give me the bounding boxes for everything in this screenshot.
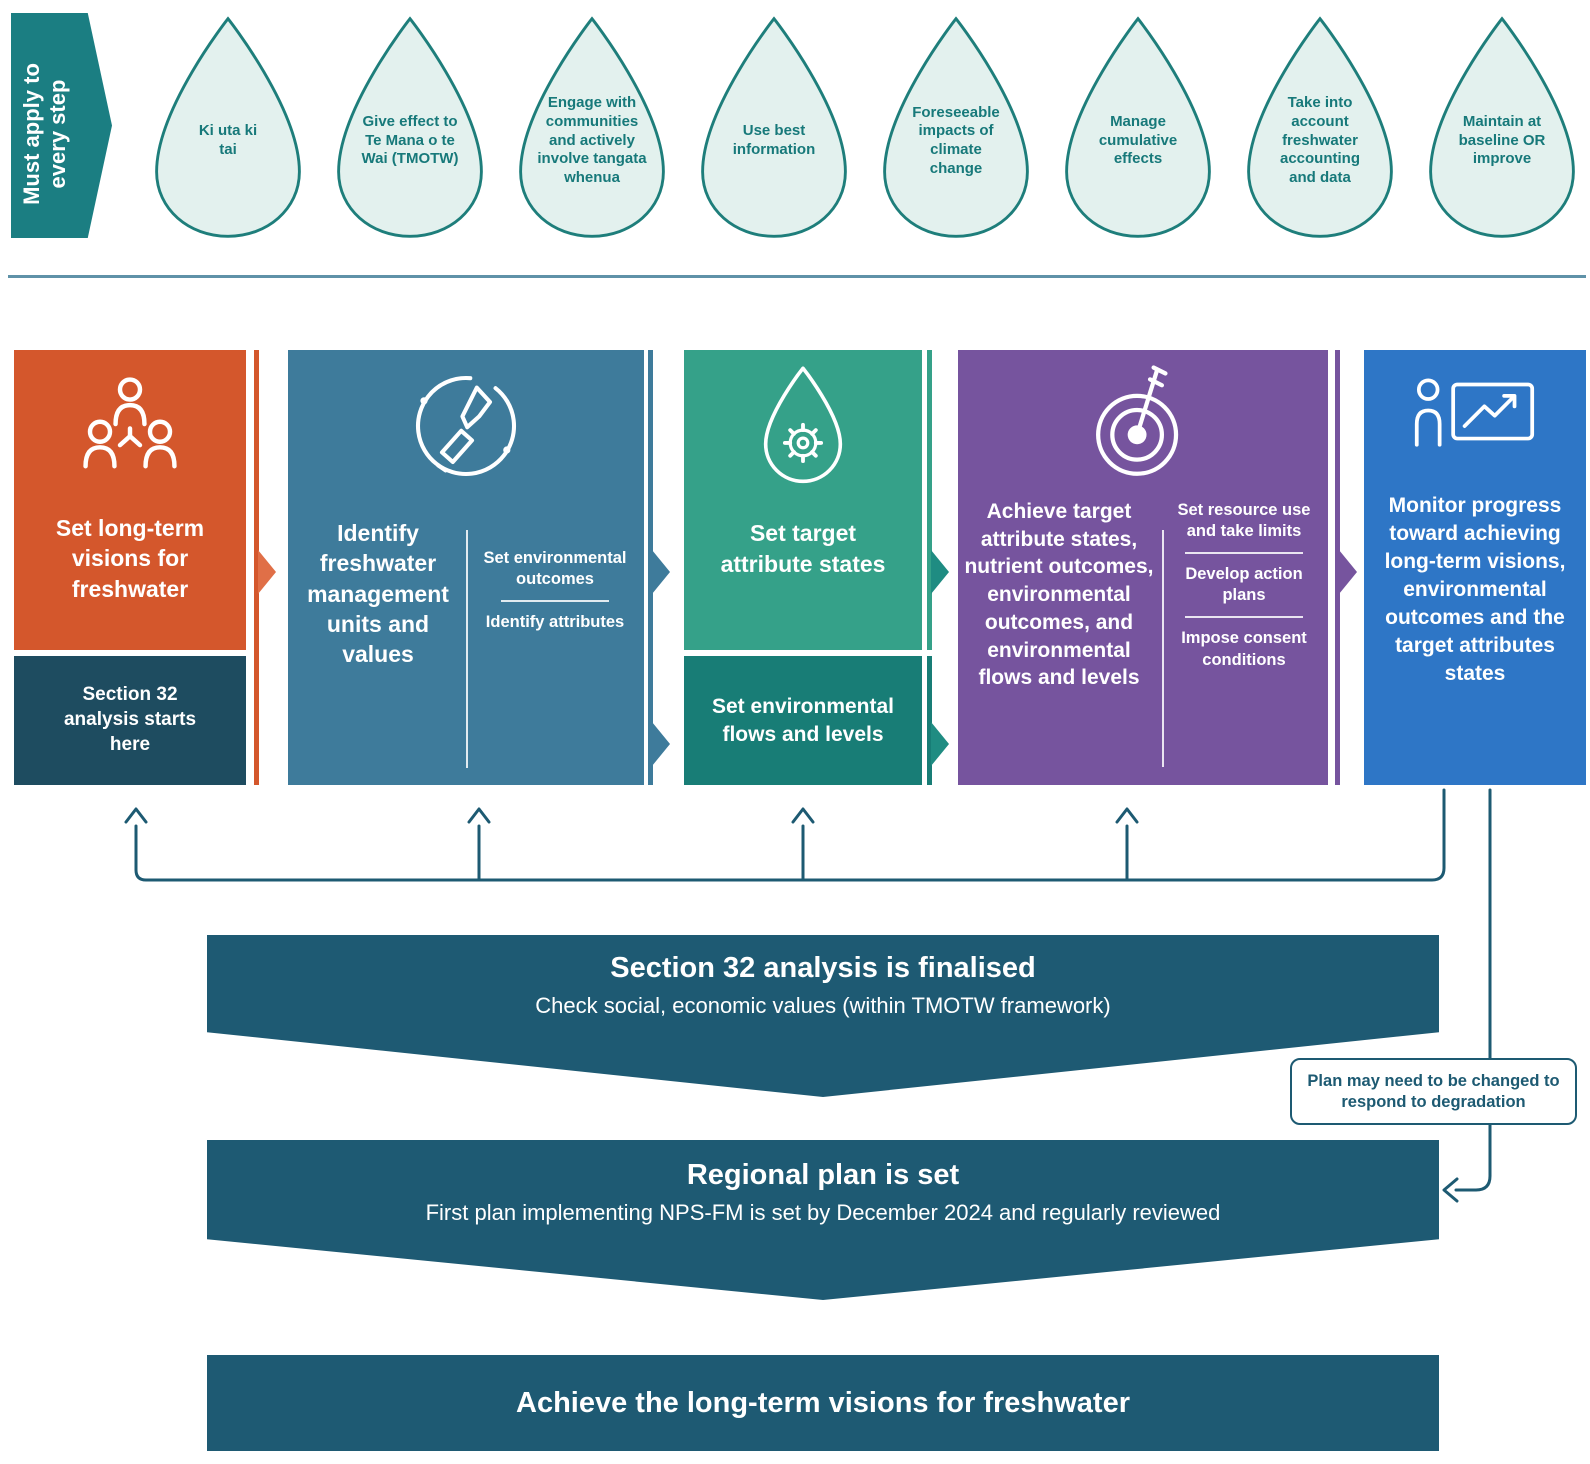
column-divider (466, 530, 468, 768)
connector-stripe-dark-green (927, 656, 932, 785)
connector-stripe-green (927, 350, 932, 650)
section-divider-line (8, 275, 1586, 278)
arrow-left-icon (1442, 1177, 1459, 1203)
connector-stripe-purple (1335, 350, 1340, 785)
droplet-ki-uta-ki-tai: Ki uta ki tai (143, 15, 313, 240)
step-set-long-term-visions: Set long-term visions for freshwater (14, 350, 246, 650)
banner-section-32-finalised: Section 32 analysis is finalised Check s… (207, 935, 1439, 1097)
item-divider (1185, 616, 1303, 619)
droplet-icon (701, 16, 847, 238)
droplet-icon (337, 16, 483, 238)
section-32-starts-note: Section 32 analysis starts here (14, 656, 246, 785)
dartboard-target-icon (958, 364, 1328, 482)
droplet-gear-icon (684, 364, 922, 492)
arrow-up-icon (124, 807, 148, 824)
arrow-right-icon (931, 722, 949, 766)
arrow-up-icon (467, 807, 491, 824)
feedback-loop-line (134, 788, 1446, 882)
droplet-tmotw: Give effect to Te Mana o te Wai (TMOTW) (325, 15, 495, 240)
plan-change-line (1454, 788, 1492, 1192)
ribbon-label: Must apply to every step (19, 63, 71, 205)
banner-achieve-visions: Achieve the long-term visions for freshw… (207, 1355, 1439, 1451)
arrow-right-icon (652, 722, 670, 766)
step-set-environmental-flows: Set environmental flows and levels (684, 656, 922, 785)
droplet-icon (519, 16, 665, 238)
item-divider (501, 600, 609, 603)
column-divider (1162, 530, 1164, 767)
droplet-icon (883, 16, 1029, 238)
arrow-right-icon (258, 550, 276, 594)
step-identify-fmu: Identify freshwater management units and… (288, 350, 644, 785)
droplet-freshwater-accounting: Take into account freshwater accounting … (1235, 15, 1405, 240)
achieve-item: Develop action plans (1185, 565, 1303, 605)
droplet-cumulative-effects: Manage cumulative effects (1053, 15, 1223, 240)
achieve-item: Impose consent conditions (1181, 629, 1307, 669)
droplet-icon (1429, 16, 1575, 238)
arrow-up-icon (1115, 807, 1139, 824)
person-chart-icon (1364, 372, 1586, 476)
step-set-target-attribute-states: Set target attribute states (684, 350, 922, 650)
banner-regional-plan-set: Regional plan is set First plan implemen… (207, 1140, 1439, 1300)
arrow-right-icon (652, 550, 670, 594)
arrow-up-icon (791, 807, 815, 824)
arrow-right-icon (1339, 550, 1357, 594)
droplet-climate-change: Foreseeable impacts of climate change (871, 15, 1041, 240)
droplet-maintain-or-improve: Maintain at baseline OR improve (1417, 15, 1587, 240)
must-apply-ribbon: Must apply to every step (11, 13, 112, 238)
arrow-right-icon (931, 550, 949, 594)
droplet-best-information: Use best information (689, 15, 859, 240)
connector-stripe-blue (648, 350, 653, 785)
droplet-icon (155, 16, 301, 238)
fmu-item: Identify attributes (485, 613, 625, 632)
step-monitor-progress: Monitor progress toward achieving long-t… (1364, 350, 1586, 785)
droplet-icon (1247, 16, 1393, 238)
step-achieve-target-states: Achieve target attribute states, nutrien… (958, 350, 1328, 785)
plan-change-callout: Plan may need to be changed to respond t… (1290, 1058, 1577, 1125)
connector-stripe-orange (254, 350, 259, 785)
fmu-item: Set environmental outcomes (483, 549, 627, 589)
achieve-item: Set resource use and take limits (1177, 501, 1311, 541)
droplet-icon (1065, 16, 1211, 238)
droplet-engage-communities: Engage with communities and actively inv… (507, 15, 677, 240)
community-people-icon (14, 374, 246, 474)
nz-map-circle-icon (288, 366, 644, 486)
item-divider (1185, 552, 1303, 555)
